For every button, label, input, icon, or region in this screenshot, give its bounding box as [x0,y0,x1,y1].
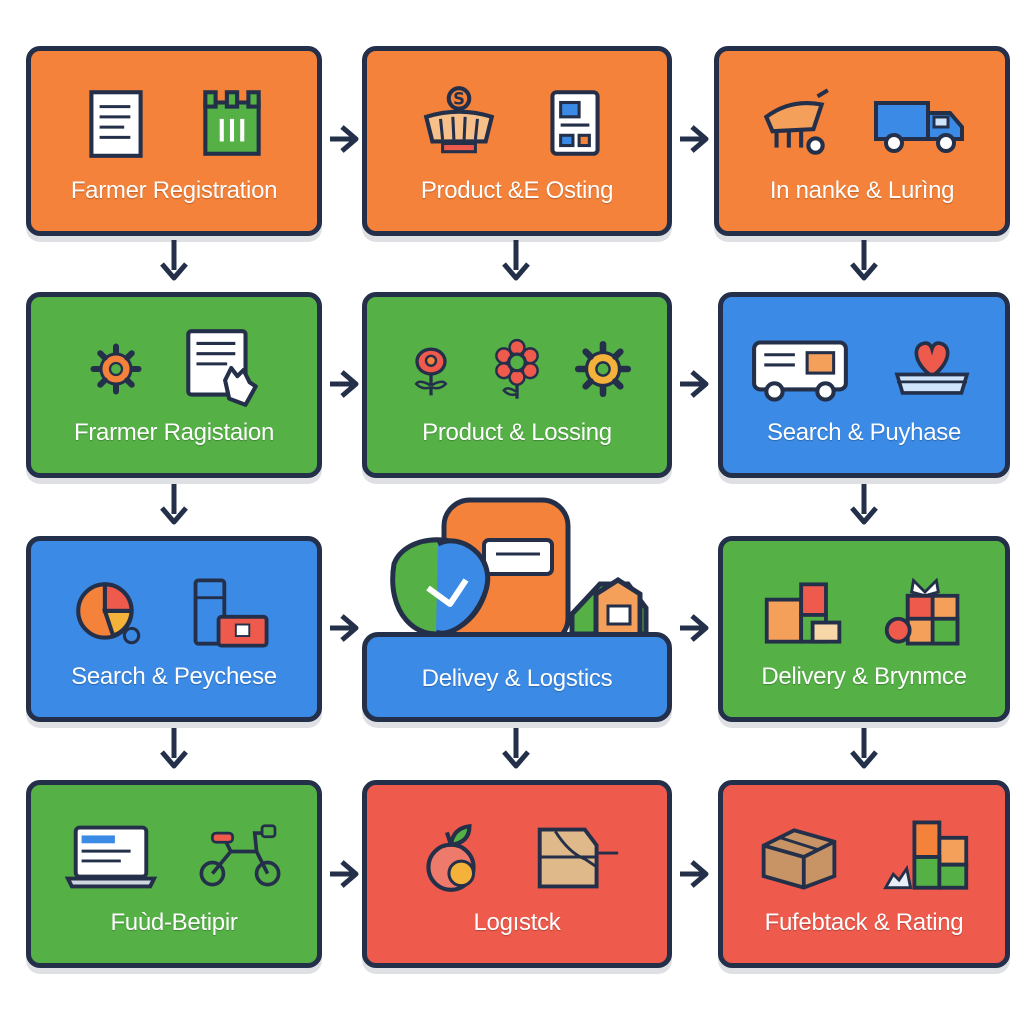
step-label: Product &E Osting [420,177,614,204]
step-farmer-registration: Farmer Registration [26,46,322,236]
flower-icon [414,347,448,396]
step-label: Frarmer Ragistaion [74,419,274,446]
truck-icon [874,101,964,153]
arrow-right [330,614,359,642]
arrow-down [850,728,878,769]
step-feedback-rating: Fufebtack & Rating [718,780,1010,968]
arrow-down [160,728,188,769]
arrow-right [330,125,359,153]
step-label: In nanke & Lurìng [769,177,955,204]
fruit-icon [426,823,476,892]
step-product-posting: S Product &E Osting [362,46,672,236]
arrow-down [850,240,878,281]
cart-icon [763,88,829,155]
step-intake-loading: In nanke & Lurìng [714,46,1010,236]
step-label: Logıstck [473,909,561,936]
gear-icon [574,340,632,398]
package-icon [761,828,837,890]
flower-icon [495,338,539,399]
arrow-right [330,860,359,888]
step-label: Product & Lossing [422,419,612,446]
building-icon [203,90,261,156]
arrow-down [160,484,188,525]
arrow-right [680,860,709,888]
arrow-right [680,125,709,153]
arrow-right [680,370,709,398]
arrow-down [502,728,530,769]
step-label: Search & Peychese [71,663,277,690]
document-icon [89,90,143,158]
stack-icon [883,820,969,890]
svg-text:S: S [453,90,465,109]
step-delivery-balance: Delivery & Brynmce [718,536,1010,722]
step-feedback: Fuùd-Betipir [26,780,322,968]
arrow-down [160,240,188,281]
form-hand-icon [186,329,258,407]
id-card-icon [550,90,600,156]
delivery-van-icon [752,340,848,402]
gift-icon [884,577,960,646]
market-basket-icon: S [423,86,495,154]
step-label: Fufebtack & Rating [764,909,964,936]
arrow-right [680,614,709,642]
arrow-down [850,484,878,525]
pie-chart-icon [76,582,141,645]
step-farmer-registration-2: Frarmer Ragistaion [26,292,322,478]
step-label: Farmer Registration [70,177,278,204]
gear-icon [90,343,142,395]
bicycle-icon [199,824,281,887]
step-label: Fuùd-Betipir [110,909,238,936]
step-product-listing: Product & Lossing [362,292,672,478]
step-search-purchase: Search & Puyhase [718,292,1010,478]
step-search-purchase-2: Search & Peychese [26,536,322,722]
boxes-icon [764,582,842,644]
delivery-logistics-illustration [390,497,649,647]
step-label: Search & Puyhase [767,419,961,446]
laptop-icon [64,825,158,889]
bag-card-icon [193,578,269,648]
step-label: Delivery & Brynmce [761,663,967,690]
step-logistics: Logıstck [362,780,672,968]
step-delivery-logistics: Delivey & Logstics [362,632,672,722]
heart-box-icon [894,341,970,395]
step-label: Delivey & Logstics [421,665,613,692]
arrow-down [502,240,530,281]
arrow-right [330,370,359,398]
parcel-icon [537,827,619,889]
